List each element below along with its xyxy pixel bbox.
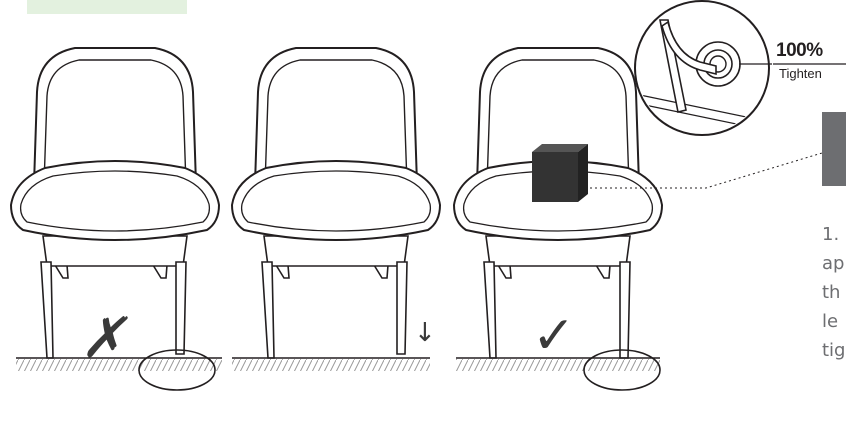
- chair-2-adjust: [231, 47, 441, 371]
- weight-box-icon: [532, 144, 588, 202]
- step-line-4: le: [822, 311, 839, 332]
- step-line-3: th: [822, 282, 841, 303]
- down-arrow-icon: ↓: [414, 318, 436, 348]
- section-tab-badge: [27, 0, 187, 14]
- chair-1-uneven: [10, 47, 222, 391]
- hex-key-detail-icon: [634, 0, 772, 136]
- gray-tab: [822, 112, 846, 186]
- step-line-1: 1.: [822, 224, 840, 245]
- step-line-2: ap: [822, 253, 845, 274]
- step-instruction: 1. ap th le tig: [822, 220, 846, 365]
- torque-percent: 100%: [776, 40, 823, 61]
- check-icon: ✓: [532, 306, 576, 366]
- chair-3-correct: [453, 47, 823, 391]
- step-line-5: tig: [822, 340, 846, 361]
- torque-label: Tighten: [779, 66, 822, 81]
